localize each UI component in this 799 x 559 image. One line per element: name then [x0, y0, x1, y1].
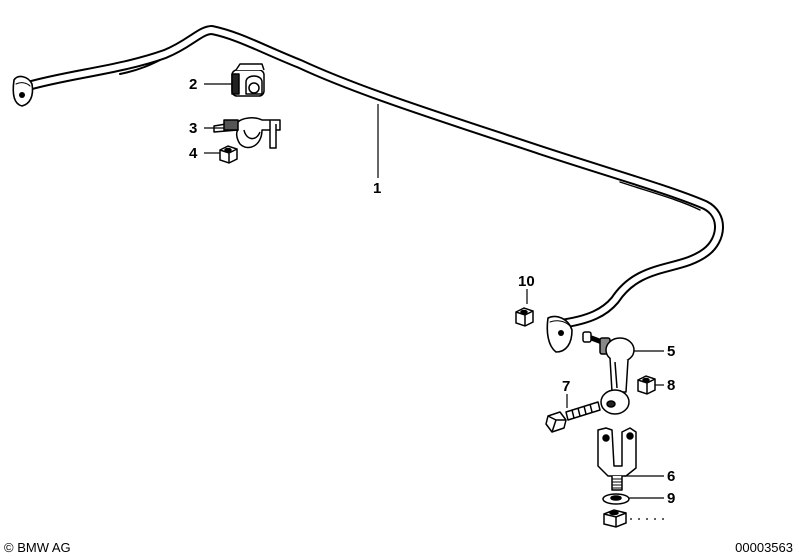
rubber-mounting[interactable]: [231, 63, 265, 97]
callout-10: 10: [518, 273, 535, 290]
washer[interactable]: [602, 493, 630, 505]
leader-lines: [204, 83, 664, 520]
hex-nut-lower[interactable]: [603, 509, 627, 528]
callout-5: 5: [667, 343, 675, 360]
stabilizer-bar[interactable]: [12, 25, 724, 353]
clamping-bracket[interactable]: [213, 117, 281, 149]
callout-1: 1: [373, 180, 381, 197]
copyright-label: © BMW AG: [4, 540, 71, 555]
image-number-label: 00003563: [735, 540, 793, 555]
callout-8: 8: [667, 377, 675, 394]
callout-6: 6: [667, 468, 675, 485]
callout-4: 4: [189, 145, 198, 162]
callout-3: 3: [189, 120, 197, 137]
hex-bolt[interactable]: [545, 401, 601, 433]
hex-nut-8[interactable]: [637, 375, 656, 395]
callout-7: 7: [562, 378, 570, 395]
callout-9: 9: [667, 490, 675, 507]
stabilizer-link[interactable]: [582, 331, 635, 415]
callout-2: 2: [189, 76, 197, 93]
hex-nut-10[interactable]: [515, 307, 534, 327]
hex-nut-4[interactable]: [219, 145, 238, 164]
mounting-bracket-with-stud[interactable]: [597, 427, 637, 491]
